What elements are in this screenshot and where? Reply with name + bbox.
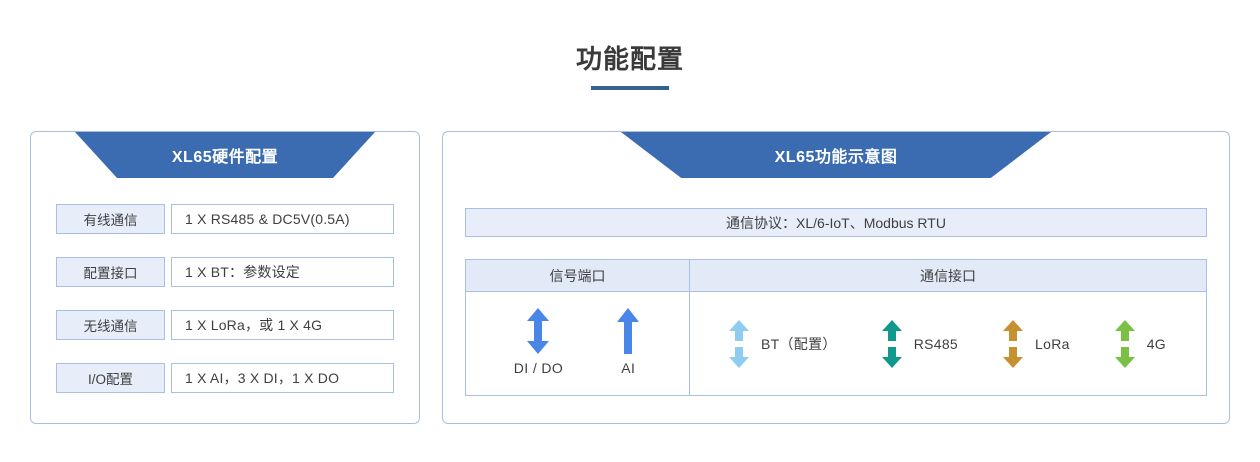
spec-row: 配置接口 1 X BT：参数设定 bbox=[56, 257, 394, 287]
spec-row: I/O配置 1 X AI，3 X DI，1 X DO bbox=[56, 363, 394, 393]
comm-ports-list: BT（配置） RS485 bbox=[690, 292, 1206, 395]
title-underline bbox=[591, 86, 669, 90]
comm-ports-cell: BT（配置） RS485 bbox=[690, 292, 1206, 395]
hardware-config-banner: XL65硬件配置 bbox=[75, 132, 375, 178]
hardware-config-panel: XL65硬件配置 有线通信 1 X RS485 & DC5V(0.5A) 配置接… bbox=[30, 131, 420, 424]
comm-port-item-lora: LoRa bbox=[1002, 319, 1070, 368]
signal-port-item: DI / DO bbox=[513, 307, 564, 376]
function-diagram-panel: XL65功能示意图 通信协议：XL/6-IoT、Modbus RTU 信号端口 … bbox=[442, 131, 1230, 424]
spec-label-wireless-communication: 无线通信 bbox=[56, 310, 165, 340]
io-table-body-row: DI / DO AI bbox=[466, 292, 1206, 395]
spec-label-io-config: I/O配置 bbox=[56, 363, 165, 393]
spec-label-config-interface: 配置接口 bbox=[56, 257, 165, 287]
split-double-arrow-icon bbox=[728, 319, 750, 368]
comm-port-item-4g: 4G bbox=[1114, 319, 1166, 368]
double-arrow-icon bbox=[525, 307, 551, 354]
io-table-header-row: 信号端口 通信接口 bbox=[466, 260, 1206, 292]
signal-port-label: DI / DO bbox=[513, 359, 564, 376]
up-arrow-icon bbox=[615, 307, 641, 354]
signal-ports-cell: DI / DO AI bbox=[466, 292, 690, 395]
spec-value-wireless-communication: 1 X LoRa，或 1 X 4G bbox=[171, 310, 394, 340]
comm-port-item-rs485: RS485 bbox=[881, 319, 959, 368]
hardware-spec-list: 有线通信 1 X RS485 & DC5V(0.5A) 配置接口 1 X BT：… bbox=[56, 204, 394, 393]
page-header: 功能配置 bbox=[0, 46, 1260, 90]
hardware-config-banner-label: XL65硬件配置 bbox=[171, 149, 279, 166]
spec-value-config-interface: 1 X BT：参数设定 bbox=[171, 257, 394, 287]
spec-value-wired-communication: 1 X RS485 & DC5V(0.5A) bbox=[171, 204, 394, 234]
spec-label-wired-communication: 有线通信 bbox=[56, 204, 165, 234]
split-double-arrow-icon bbox=[1002, 319, 1024, 368]
comm-port-item-bt: BT（配置） bbox=[728, 319, 837, 368]
io-header-signal-ports: 信号端口 bbox=[466, 260, 690, 291]
signal-port-label: AI bbox=[621, 359, 636, 376]
function-diagram-banner: XL65功能示意图 bbox=[621, 132, 1051, 178]
spec-row: 有线通信 1 X RS485 & DC5V(0.5A) bbox=[56, 204, 394, 234]
function-diagram-banner-label: XL65功能示意图 bbox=[774, 149, 898, 166]
split-double-arrow-icon bbox=[881, 319, 903, 368]
comm-port-label: BT（配置） bbox=[761, 335, 837, 352]
comm-port-label: 4G bbox=[1146, 335, 1166, 352]
io-header-comm-ports: 通信接口 bbox=[920, 267, 976, 284]
comm-port-label: RS485 bbox=[913, 335, 959, 352]
split-double-arrow-icon bbox=[1114, 319, 1136, 368]
protocol-label: 通信协议：XL/6-IoT、Modbus RTU bbox=[726, 214, 946, 231]
spec-value-io-config: 1 X AI，3 X DI，1 X DO bbox=[171, 363, 394, 393]
spec-row: 无线通信 1 X LoRa，或 1 X 4G bbox=[56, 310, 394, 340]
comm-port-label: LoRa bbox=[1035, 335, 1070, 352]
page-title: 功能配置 bbox=[575, 44, 684, 74]
io-interface-table: 信号端口 通信接口 DI / DO bbox=[465, 259, 1207, 396]
protocol-bar: 通信协议：XL/6-IoT、Modbus RTU bbox=[465, 208, 1207, 237]
signal-port-item: AI bbox=[615, 307, 641, 376]
signal-ports-list: DI / DO AI bbox=[466, 292, 689, 395]
